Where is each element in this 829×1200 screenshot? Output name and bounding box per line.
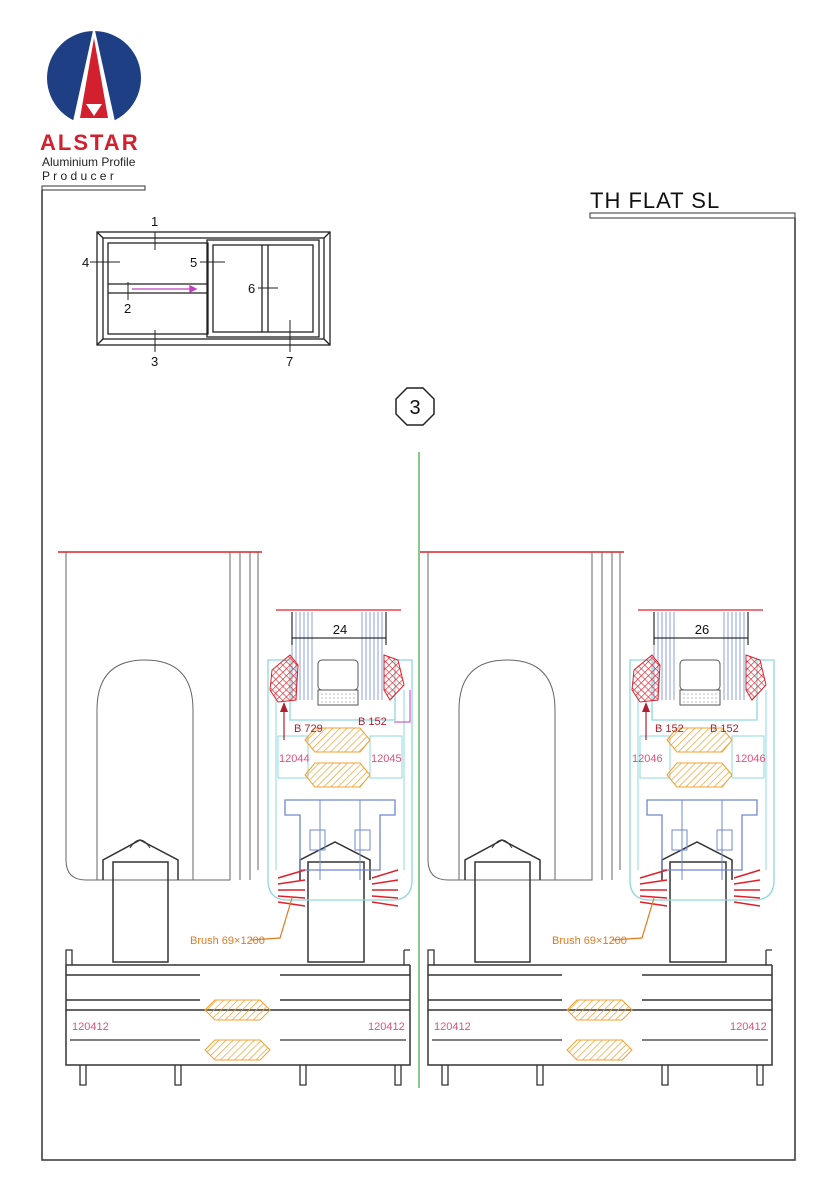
logo-brand: ALSTAR (40, 130, 140, 155)
right-track-left: 120412 (434, 1021, 471, 1033)
right-track-right: 120412 (730, 1021, 767, 1033)
key-label-4: 4 (82, 255, 89, 270)
right-section-drawing (419, 551, 775, 1086)
alstar-logo: ALSTAR Aluminium Profile P r o d u c e r (40, 26, 141, 183)
section-marker: 3 (395, 387, 435, 426)
left-profile-left: 12044 (279, 753, 310, 765)
left-gasket-left: B 729 (294, 723, 323, 735)
right-profile-right: 12046 (735, 753, 766, 765)
logo-tagline-2: P r o d u c e r (42, 169, 114, 183)
drawing-title: TH FLAT SL (590, 188, 720, 213)
sheet-border (41, 185, 796, 1161)
right-gasket-right: B 152 (710, 723, 739, 735)
logo-tagline-1: Aluminium Profile (42, 155, 136, 169)
right-brush-label: Brush 69×1200 (552, 935, 627, 947)
key-diagram (90, 231, 331, 352)
left-track-left: 120412 (72, 1021, 109, 1033)
left-track-right: 120412 (368, 1021, 405, 1033)
key-label-2: 2 (124, 301, 131, 316)
right-section-labels: 26 B 152 B 152 12046 12046 Brush 69×1200… (434, 622, 767, 1033)
key-label-3: 3 (151, 354, 158, 369)
key-label-1: 1 (151, 214, 158, 229)
key-label-5: 5 (190, 255, 197, 270)
key-label-7: 7 (286, 354, 293, 369)
right-gasket-left: B 152 (655, 723, 684, 735)
left-glass-dimension: 24 (333, 622, 347, 637)
left-brush-label: Brush 69×1200 (190, 935, 265, 947)
left-gasket-right: B 152 (358, 716, 387, 728)
section-number: 3 (409, 397, 420, 419)
key-label-6: 6 (248, 281, 255, 296)
right-profile-left: 12046 (632, 753, 663, 765)
left-section-labels: 24 B 729 B 152 12044 12045 Brush 69×1200… (72, 622, 411, 1033)
left-section-drawing (57, 551, 413, 1086)
left-profile-right: 12045 (371, 753, 402, 765)
right-glass-dimension: 26 (695, 622, 709, 637)
